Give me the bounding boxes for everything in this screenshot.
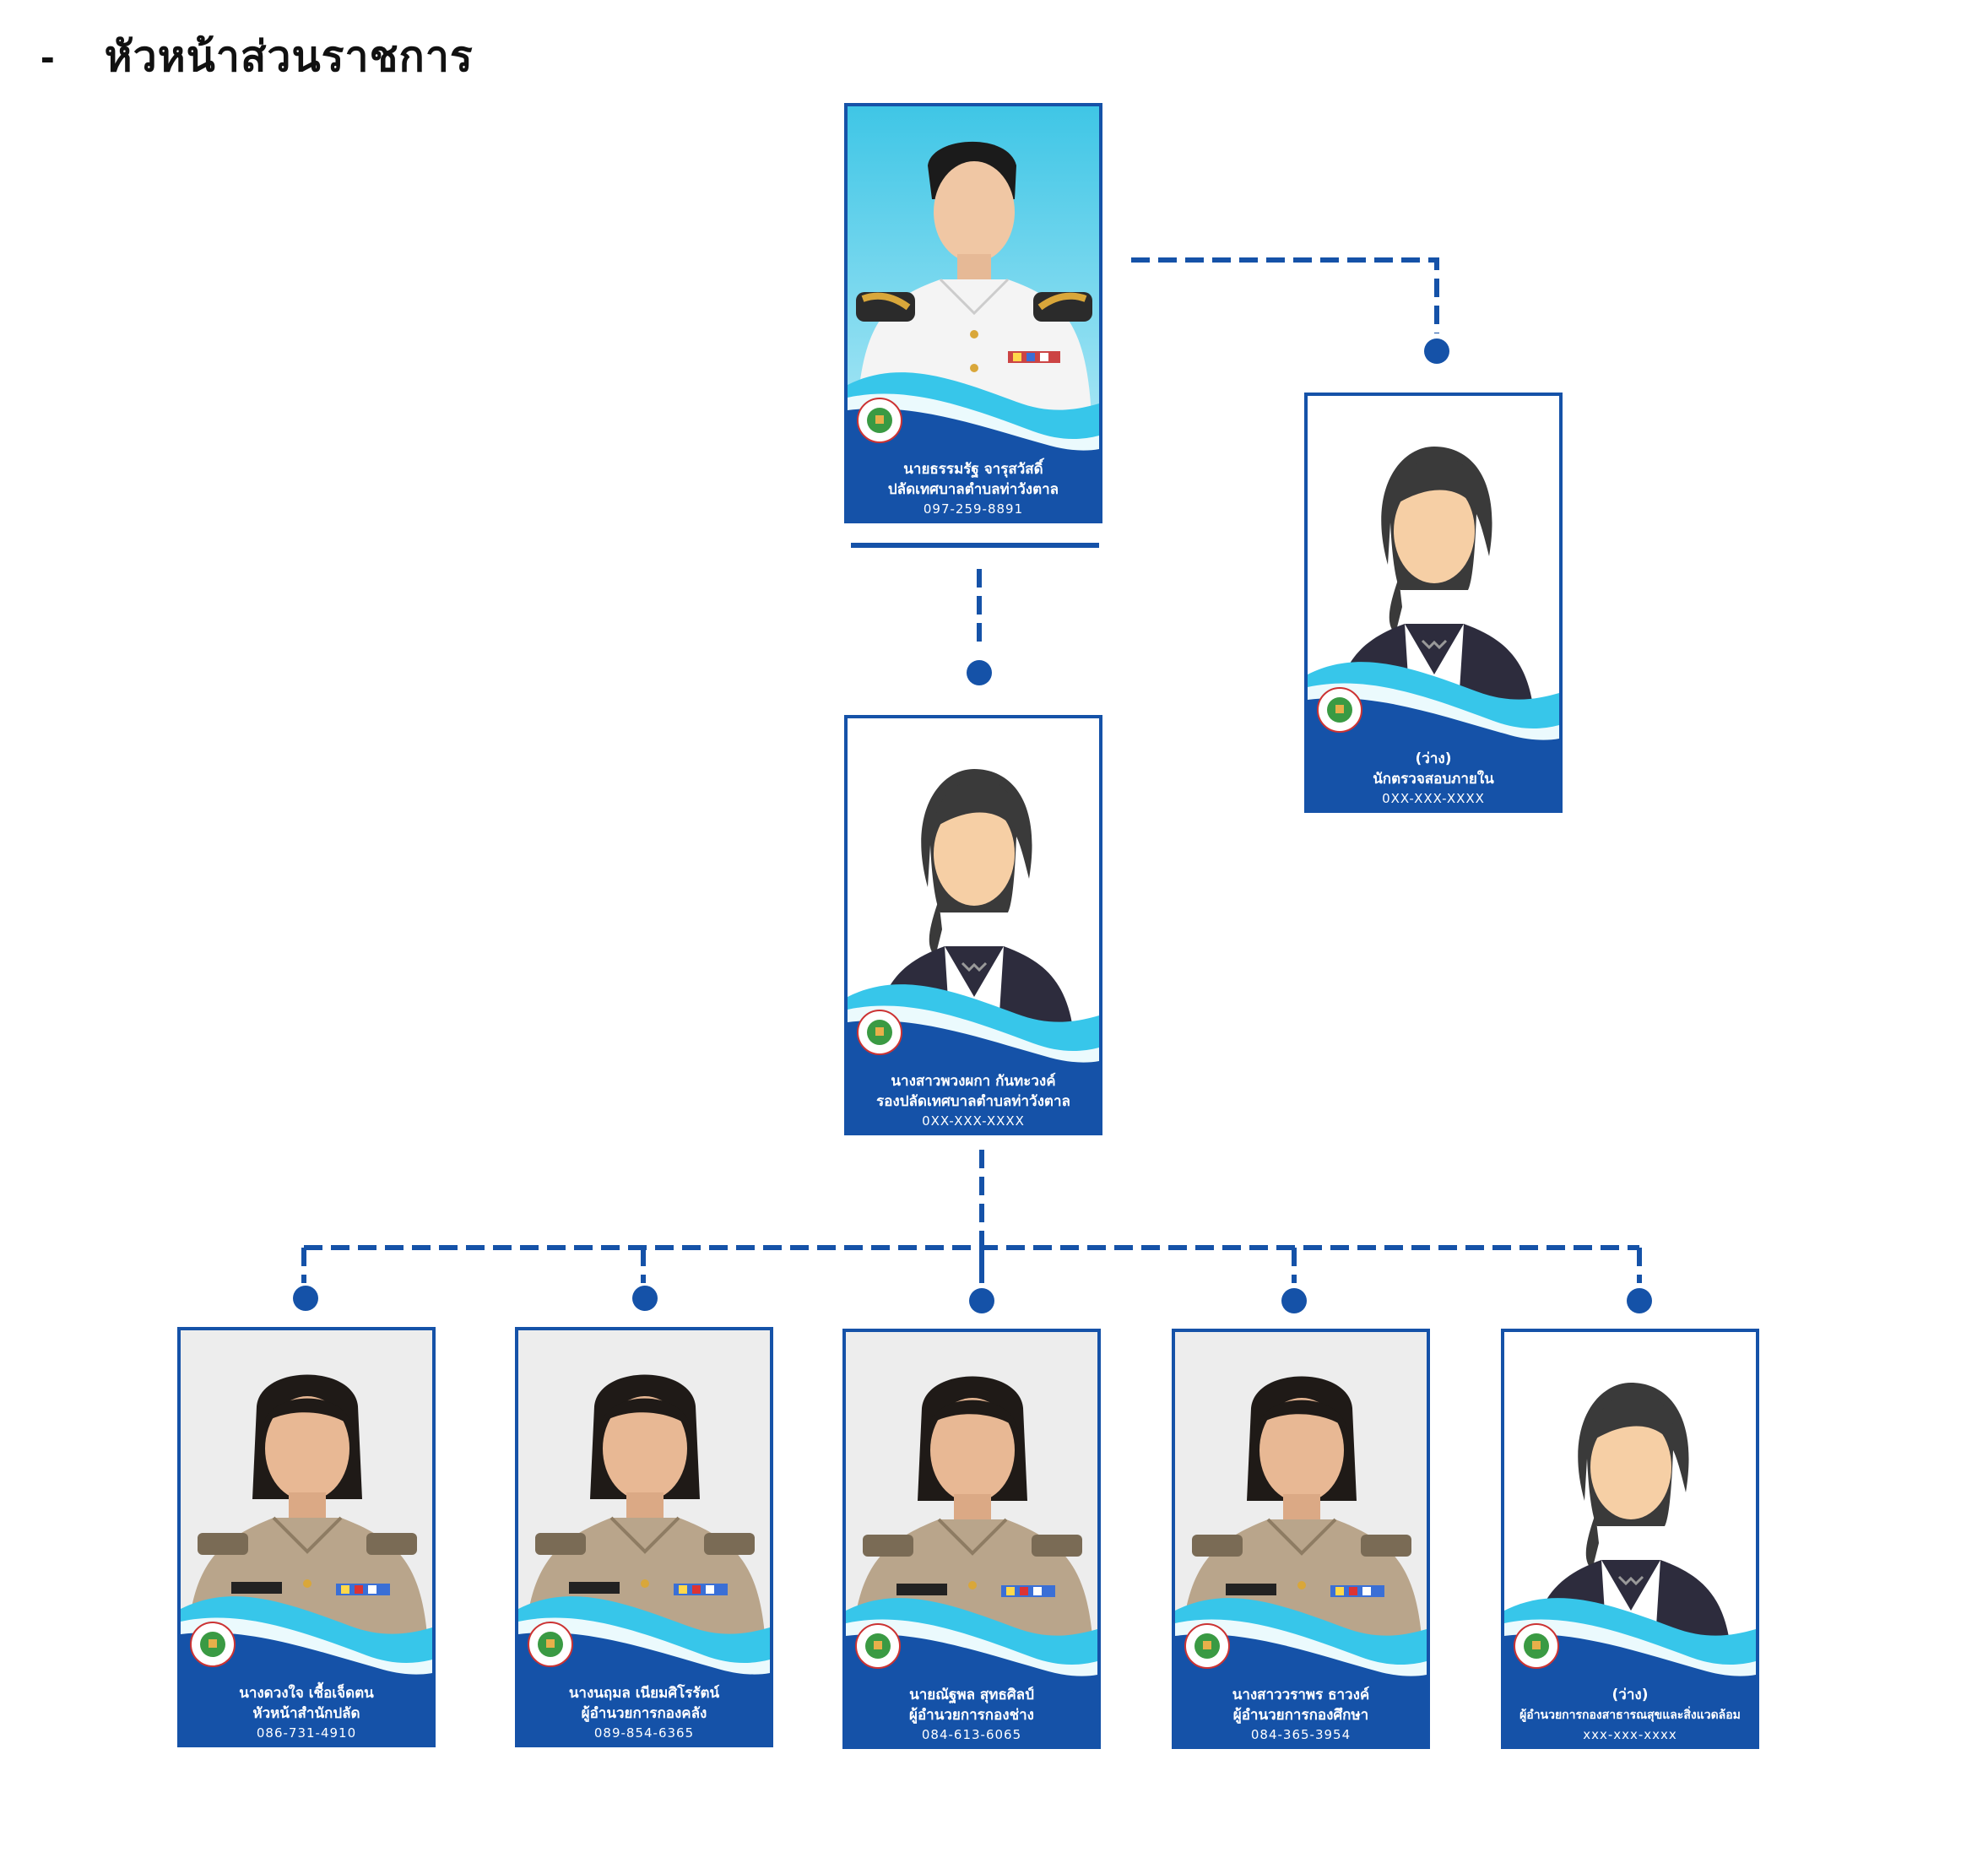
heading-text: หัวหน้าส่วนราชการ [104, 33, 474, 80]
portrait-khaki-uniform-image [181, 1330, 432, 1678]
org-card-clerk[interactable]: นายธรรมรัฐ จารุสวัสดิ์ ปลัดเทศบาลตำบลท่า… [844, 103, 1102, 523]
card-name: นางสาววราพร ธาวงค์ [1232, 1687, 1370, 1703]
card-photo [518, 1330, 770, 1678]
card-photo [1175, 1332, 1427, 1680]
card-caption: นายณัฐพล สุทธศิลป์ ผู้อำนวยการกองช่าง 08… [846, 1680, 1097, 1749]
card-name: (ว่าง) [1612, 1687, 1649, 1703]
card-position: ผู้อำนวยการกองสาธารณสุขและสิ่งแวดล้อม [1519, 1708, 1741, 1722]
card-phone: 097-259-8891 [923, 501, 1024, 517]
card-position: ปลัดเทศบาลตำบลท่าวังตาล [887, 481, 1059, 498]
card-phone: 084-613-6065 [921, 1727, 1022, 1742]
org-card-education[interactable]: นางสาววราพร ธาวงค์ ผู้อำนวยการกองศึกษา 0… [1172, 1329, 1430, 1749]
org-card-auditor[interactable]: (ว่าง) นักตรวจสอบภายใน 0XX-XXX-XXXX [1304, 393, 1563, 813]
card-position: รองปลัดเทศบาลตำบลท่าวังตาล [876, 1093, 1070, 1110]
card-caption: (ว่าง) ผู้อำนวยการกองสาธารณสุขและสิ่งแวด… [1504, 1680, 1756, 1749]
card-phone: xxx-xxx-xxxx [1583, 1727, 1677, 1742]
placeholder-avatar-image [1504, 1332, 1756, 1680]
card-caption: (ว่าง) นักตรวจสอบภายใน 0XX-XXX-XXXX [1308, 744, 1559, 813]
dot-education [1281, 1288, 1307, 1313]
card-phone: 089-854-6365 [593, 1725, 695, 1741]
placeholder-avatar-image [848, 718, 1099, 1066]
card-name: นายณัฐพล สุทธศิลป์ [909, 1687, 1034, 1703]
card-caption: นางสาวพวงผกา กันทะวงค์ รองปลัดเทศบาลตำบล… [848, 1066, 1099, 1135]
dot-engineering [969, 1288, 994, 1313]
card-photo [848, 106, 1099, 454]
card-name: นายธรรมรัฐ จารุสวัสดิ์ [903, 461, 1043, 478]
connector-clerk-auditor [1131, 257, 1439, 333]
dot-finance [632, 1286, 658, 1311]
card-name: นางสาวพวงผกา กันทะวงค์ [891, 1073, 1056, 1090]
card-phone: 0XX-XXX-XXXX [1382, 791, 1485, 806]
org-card-engineering[interactable]: นายณัฐพล สุทธศิลป์ ผู้อำนวยการกองช่าง 08… [842, 1329, 1101, 1749]
card-name: นางนฤมล เนียมศิโรรัตน์ [568, 1685, 720, 1702]
placeholder-avatar-image [1308, 396, 1559, 744]
card-position: ผู้อำนวยการกองคลัง [581, 1705, 707, 1722]
card-position: ผู้อำนวยการกองช่าง [908, 1707, 1034, 1724]
card-phone: 086-731-4910 [256, 1725, 357, 1741]
card-position: ผู้อำนวยการกองศึกษา [1232, 1707, 1369, 1724]
portrait-white-uniform-image [848, 106, 1099, 454]
portrait-khaki-uniform-image [846, 1332, 1097, 1680]
card-photo [846, 1332, 1097, 1680]
dot-deputy [967, 660, 992, 685]
card-caption: นางดวงใจ เชื้อเจ็ดตน หัวหน้าสำนักปลัด 08… [181, 1678, 432, 1747]
portrait-khaki-uniform-image [518, 1330, 770, 1678]
dot-auditor [1424, 338, 1449, 364]
card-position: หัวหน้าสำนักปลัด [252, 1705, 360, 1722]
org-card-deputy[interactable]: นางสาวพวงผกา กันทะวงค์ รองปลัดเทศบาลตำบล… [844, 715, 1102, 1135]
org-card-health[interactable]: (ว่าง) ผู้อำนวยการกองสาธารณสุขและสิ่งแวด… [1501, 1329, 1759, 1749]
card-caption: นางนฤมล เนียมศิโรรัตน์ ผู้อำนวยการกองคลั… [518, 1678, 770, 1747]
org-card-office[interactable]: นางดวงใจ เชื้อเจ็ดตน หัวหน้าสำนักปลัด 08… [177, 1327, 436, 1747]
card-position: นักตรวจสอบภายใน [1373, 771, 1494, 788]
card-photo [181, 1330, 432, 1678]
card-name: นางดวงใจ เชื้อเจ็ดตน [239, 1685, 374, 1702]
card-photo [848, 718, 1099, 1066]
dot-office [293, 1286, 318, 1311]
portrait-khaki-uniform-image [1175, 1332, 1427, 1680]
dot-health [1627, 1288, 1652, 1313]
card-caption: นางสาววราพร ธาวงค์ ผู้อำนวยการกองศึกษา 0… [1175, 1680, 1427, 1749]
heading-dash: - [41, 33, 56, 80]
card-photo [1308, 396, 1559, 744]
card-photo [1504, 1332, 1756, 1680]
card-caption: นายธรรมรัฐ จารุสวัสดิ์ ปลัดเทศบาลตำบลท่า… [848, 454, 1099, 523]
org-card-finance[interactable]: นางนฤมล เนียมศิโรรัตน์ ผู้อำนวยการกองคลั… [515, 1327, 773, 1747]
page-heading: - หัวหน้าส่วนราชการ [41, 24, 474, 90]
card-phone: 0XX-XXX-XXXX [922, 1113, 1025, 1129]
card-name: (ว่าง) [1415, 750, 1452, 767]
card-phone: 084-365-3954 [1250, 1727, 1352, 1742]
